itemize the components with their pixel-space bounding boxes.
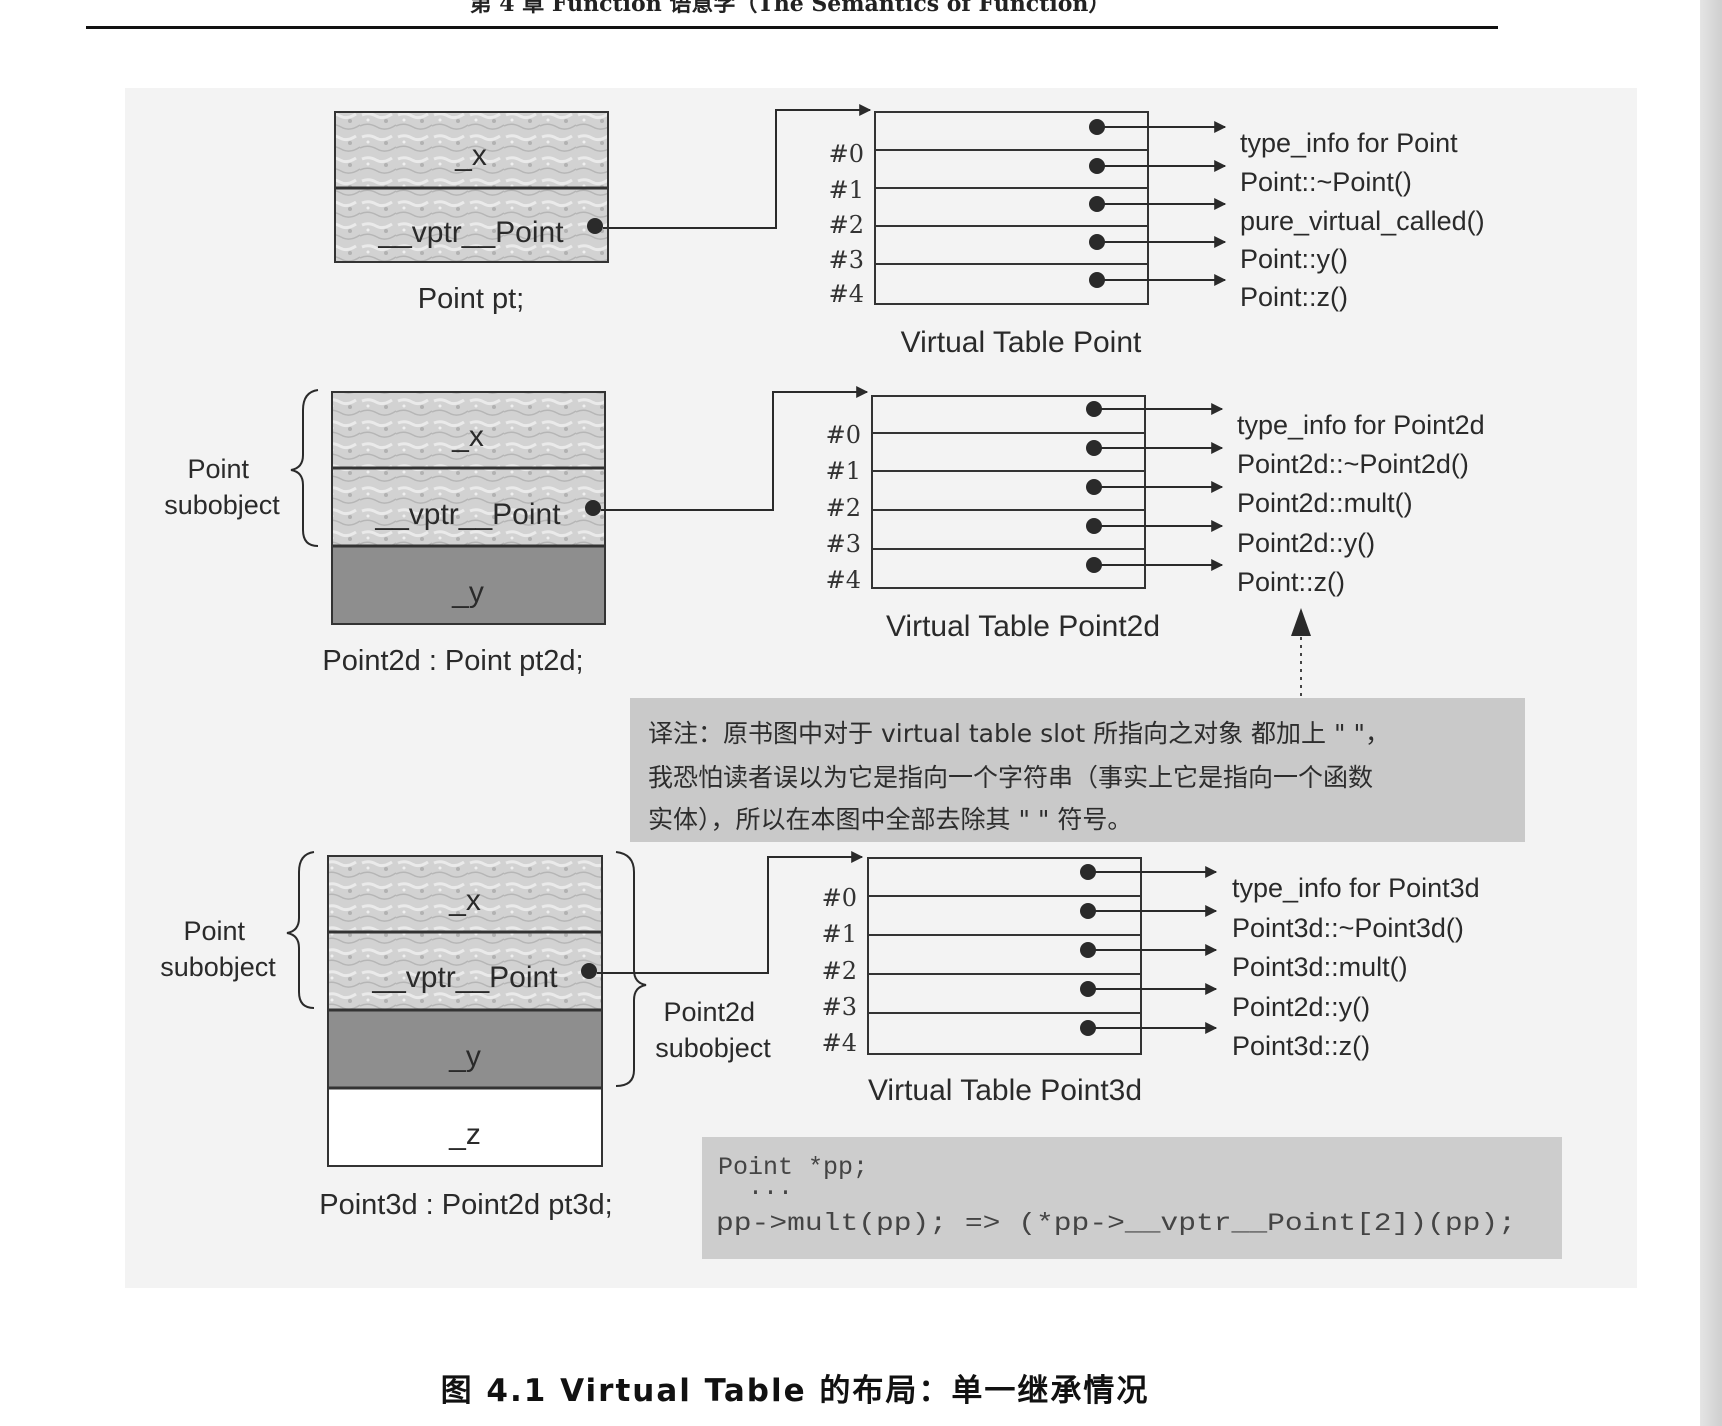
field-label-vptr: __vptr__Point bbox=[371, 961, 558, 994]
note-pointer-arrowhead bbox=[1291, 608, 1311, 636]
code-line-1: Point *pp; bbox=[718, 1153, 868, 1182]
field-vptr-cell bbox=[334, 187, 609, 263]
brace-label: Point2d subobject bbox=[655, 997, 771, 1063]
note-line-3: 实体），所以在本图中全部去除其 " " 符号。 bbox=[648, 805, 1132, 834]
note-box bbox=[630, 698, 1525, 842]
field-label-y: _y bbox=[451, 576, 484, 609]
vtable-box bbox=[867, 857, 1142, 1055]
field-x-cell bbox=[331, 391, 606, 469]
object-declaration: Point3d : Point2d pt3d; bbox=[319, 1189, 612, 1221]
code-box: Point *pp; ... pp->mult(pp); => (*pp->__… bbox=[702, 1137, 1562, 1259]
field-y-cell bbox=[331, 545, 606, 625]
object-point3d: _x __vptr__Point _y _z Point3d : Point2d… bbox=[160, 851, 864, 1221]
vtable-box bbox=[874, 111, 1149, 305]
field-label-x: _x bbox=[454, 139, 487, 172]
note-line-1: 译注：原书图中对于 virtual table slot 所指向之对象 都加上 … bbox=[648, 719, 1390, 748]
brace-label-line: Point bbox=[187, 454, 249, 484]
brace-right bbox=[615, 851, 647, 1087]
slot-label-0: #0 bbox=[829, 140, 864, 168]
slot-label-3: #3 bbox=[829, 246, 864, 274]
running-head: 第 4 章 Function 语意学（The Semantics of Func… bbox=[469, 0, 1111, 17]
slot-label-3: #3 bbox=[826, 530, 861, 558]
slot-label-1: #1 bbox=[829, 176, 864, 204]
vtable-title: Virtual Table Point2d bbox=[886, 610, 1160, 643]
slot-target-2: Point2d::mult() bbox=[1237, 488, 1413, 518]
slot-target-2: Point3d::mult() bbox=[1232, 952, 1408, 982]
object-point2d: _x __vptr__Point _y Point2d : Point pt2d… bbox=[164, 386, 869, 677]
slot-target-3: Point2d::y() bbox=[1237, 528, 1375, 558]
slot-target-2: pure_virtual_called() bbox=[1240, 206, 1485, 236]
brace-label-line: subobject bbox=[164, 490, 280, 520]
slot-target-4: Point::z() bbox=[1237, 567, 1345, 597]
brace-label: Point subobject bbox=[164, 454, 280, 520]
brace-left bbox=[290, 389, 319, 547]
vptr-pointer-arrow bbox=[601, 386, 869, 511]
object-declaration: Point pt; bbox=[418, 283, 524, 315]
vptr-dot bbox=[587, 218, 603, 234]
field-vptr-cell bbox=[331, 467, 606, 547]
slot-target-0: type_info for Point2d bbox=[1237, 410, 1485, 440]
slot-target-4: Point::z() bbox=[1240, 282, 1348, 312]
code-line-3: pp->mult(pp); => (*pp->__vptr__Point[2])… bbox=[716, 1209, 1516, 1238]
slot-label-1: #1 bbox=[826, 457, 861, 485]
header-rule bbox=[86, 26, 1498, 29]
slot-label-3: #3 bbox=[822, 993, 857, 1021]
brace-label-line: Point bbox=[183, 916, 245, 946]
slot-label-4: #4 bbox=[826, 566, 861, 594]
field-x-cell bbox=[334, 111, 609, 189]
vtable-box bbox=[871, 395, 1146, 589]
slot-label-0: #0 bbox=[822, 884, 857, 912]
slot-label-2: #2 bbox=[822, 957, 857, 985]
field-label-vptr: __vptr__Point bbox=[377, 216, 564, 249]
vtable-point2d: #0 #1 #2 #3 #4 type_info for Point2d Poi… bbox=[826, 395, 1485, 696]
vtable-title: Virtual Table Point bbox=[901, 326, 1142, 359]
slot-label-0: #0 bbox=[826, 421, 861, 449]
slot-target-4: Point3d::z() bbox=[1232, 1031, 1370, 1061]
brace-label-line: subobject bbox=[160, 952, 276, 982]
brace-left bbox=[286, 851, 315, 1009]
note-line-2: 我恐怕读者误以为它是指向一个字符串（事实上它是指向一个函数 bbox=[648, 763, 1373, 792]
vptr-dot bbox=[581, 963, 597, 979]
brace-label-line: subobject bbox=[655, 1033, 771, 1063]
vtable-title: Virtual Table Point3d bbox=[868, 1074, 1142, 1107]
translator-note: 译注：原书图中对于 virtual table slot 所指向之对象 都加上 … bbox=[630, 698, 1525, 842]
brace-label-line: Point2d bbox=[663, 997, 755, 1027]
object-declaration: Point2d : Point pt2d; bbox=[322, 645, 583, 677]
code-line-2: ... bbox=[718, 1173, 793, 1202]
field-x-cell bbox=[327, 855, 603, 933]
figure-caption: 图 4.1 Virtual Table 的布局：单一继承情况 bbox=[440, 1373, 1150, 1409]
slot-target-1: Point::~Point() bbox=[1240, 167, 1412, 197]
vptr-dot bbox=[585, 500, 601, 516]
field-label-z: _z bbox=[448, 1118, 481, 1151]
vptr-pointer-arrow bbox=[597, 851, 864, 974]
slot-target-1: Point2d::~Point2d() bbox=[1237, 449, 1469, 479]
slot-label-1: #1 bbox=[822, 920, 857, 948]
slot-label-2: #2 bbox=[826, 494, 861, 522]
slot-label-4: #4 bbox=[822, 1029, 857, 1057]
vptr-pointer-arrow bbox=[603, 104, 872, 229]
vtable-point: #0 #1 #2 #3 #4 type_info for Point Point… bbox=[829, 111, 1485, 359]
slot-target-0: type_info for Point3d bbox=[1232, 873, 1480, 903]
field-vptr-cell bbox=[327, 931, 603, 1011]
page-edge-shadow bbox=[1700, 0, 1722, 1426]
object-point: _x __vptr__Point Point pt; bbox=[334, 104, 872, 315]
code-box-bg bbox=[702, 1137, 1562, 1259]
vtable-point3d: #0 #1 #2 #3 #4 type_info for Point3d Poi… bbox=[822, 857, 1480, 1107]
field-z-cell bbox=[327, 1087, 603, 1167]
field-label-x: _x bbox=[451, 420, 484, 453]
field-label-x: _x bbox=[448, 884, 481, 917]
slot-label-4: #4 bbox=[829, 280, 864, 308]
slot-target-3: Point::y() bbox=[1240, 244, 1348, 274]
slot-target-0: type_info for Point bbox=[1240, 128, 1458, 158]
brace-label: Point subobject bbox=[160, 916, 276, 982]
slot-label-2: #2 bbox=[829, 211, 864, 239]
field-label-vptr: __vptr__Point bbox=[374, 498, 561, 531]
slot-target-1: Point3d::~Point3d() bbox=[1232, 913, 1464, 943]
field-label-y: _y bbox=[448, 1040, 481, 1073]
slot-target-3: Point2d::y() bbox=[1232, 992, 1370, 1022]
